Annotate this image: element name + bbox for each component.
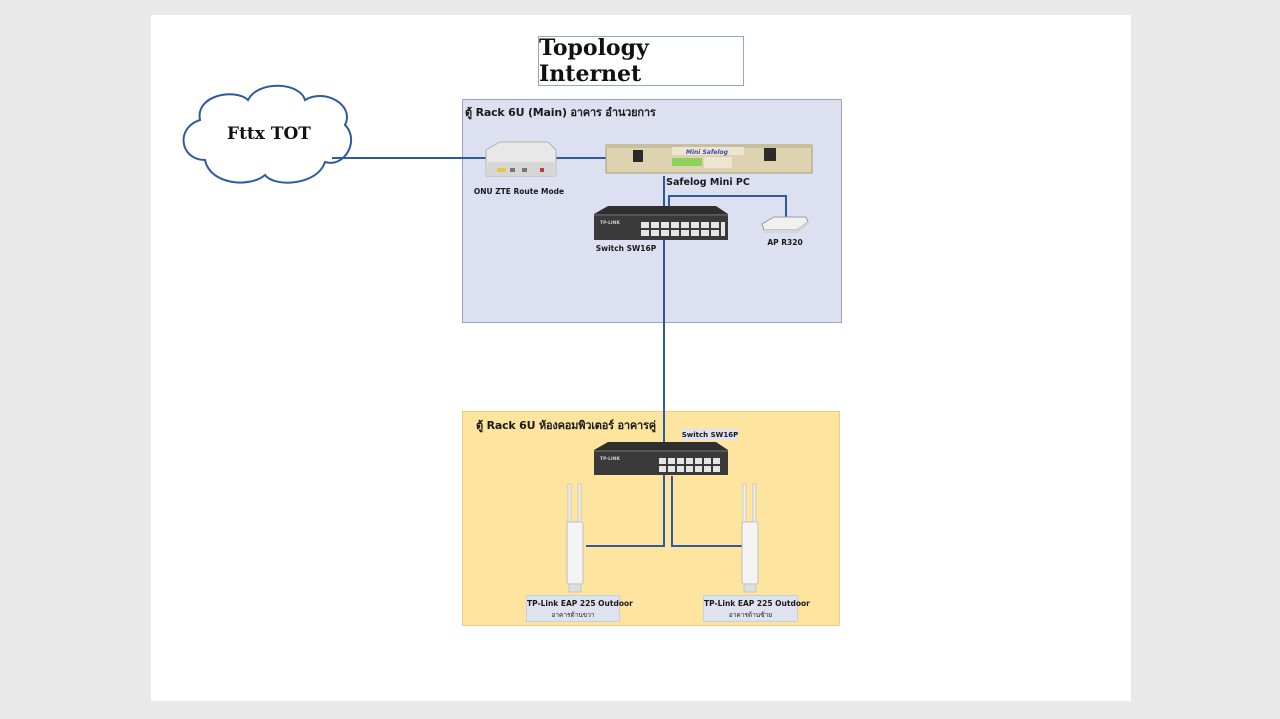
eap-outdoor-right-icon bbox=[741, 483, 759, 593]
zone-main-title: ตู้ Rack 6U (Main) อาคาร อำนวยการ bbox=[465, 106, 656, 119]
eap-right-label: TP-Link EAP 225 Outdoor อาคารด้านซ้าย bbox=[703, 595, 810, 622]
ap-r320-label: AP R320 bbox=[767, 238, 803, 247]
safelog-mini-pc-icon: Mini Safelog bbox=[605, 144, 813, 174]
eap-right-location: อาคารด้านซ้าย bbox=[728, 611, 773, 619]
switch-lab-label: Switch SW16P bbox=[681, 429, 739, 440]
switch-main-ports bbox=[641, 222, 719, 236]
onu-label: ONU ZTE Route Mode bbox=[473, 187, 565, 196]
access-point-r320-icon bbox=[761, 216, 809, 233]
zone-lab-title: ตู้ Rack 6U ห้องคอมพิวเตอร์ อาคารคู่ bbox=[476, 419, 656, 432]
diagram-title: Topology Internet bbox=[538, 35, 744, 87]
eap-left-label: TP-Link EAP 225 Outdoor อาคารด้านขวา bbox=[526, 595, 633, 622]
safelog-label: Safelog Mini PC bbox=[666, 177, 750, 188]
switch-main-icon: TP-LINK bbox=[594, 206, 728, 240]
svg-text:Mini Safelog: Mini Safelog bbox=[686, 149, 729, 156]
eap-right-name: TP-Link EAP 225 Outdoor bbox=[704, 599, 810, 608]
cloud-icon bbox=[182, 84, 352, 184]
link-switch-eap-left bbox=[586, 476, 665, 547]
eap-left-location: อาคารด้านขวา bbox=[551, 611, 595, 619]
svg-text:TP-LINK: TP-LINK bbox=[600, 220, 620, 226]
switch-lab-icon: TP-LINK bbox=[594, 442, 728, 475]
cloud-label: Fttx TOT bbox=[227, 124, 311, 144]
link-switch-eap-right bbox=[671, 476, 744, 547]
svg-text:TP-LINK: TP-LINK bbox=[600, 456, 620, 462]
eap-outdoor-left-icon bbox=[566, 483, 584, 593]
onu-router-icon bbox=[485, 141, 557, 177]
eap-left-name: TP-Link EAP 225 Outdoor bbox=[527, 599, 633, 608]
switch-lab-ports bbox=[659, 458, 720, 472]
switch-main-label: Switch SW16P bbox=[595, 244, 657, 253]
